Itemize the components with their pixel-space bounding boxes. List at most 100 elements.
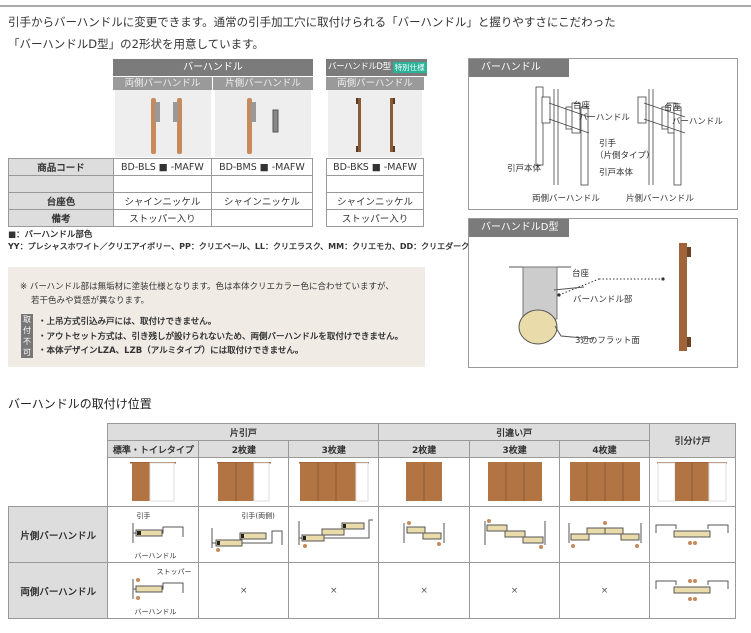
caption-one-side: 片側バーハンドル — [626, 194, 694, 204]
label-flat-faces: 3辺のフラット面 — [575, 336, 640, 346]
not-available-mark: × — [378, 562, 471, 619]
label-bar-handle: バーハンドル — [579, 113, 630, 123]
note-item: ・アウトセット方式は、引き残しが設けられないため、両側バーハンドルを取付けできま… — [38, 331, 404, 342]
plan-diagram — [469, 506, 561, 563]
plan-diagram: 引手バーハンドル — [107, 506, 200, 563]
row-one-side: 片側バーハンドル 引手バーハンドル 引手(両側) — [7, 506, 737, 563]
col-2: 2枚建 — [378, 440, 471, 458]
intro-line-1: 引手からバーハンドルに変更できます。通常の引手加工穴に取付けられる「バーハンドル… — [8, 15, 616, 29]
col-2: 2枚建 — [198, 440, 290, 458]
sub-d-both: 両側バーハンドル — [326, 77, 424, 90]
plan-diagram — [288, 506, 380, 563]
product-image-bms — [215, 90, 311, 157]
row-remarks: 備考ストッパー入り — [8, 209, 314, 227]
label-bar-handle: バーハンドル — [672, 117, 723, 127]
plan-diagram — [648, 506, 737, 563]
bar-handle-diagram-panel: バーハンドル 台座 バーハンドル 引戸本体 両側バーハンドル 台座 バーハンドル… — [468, 58, 738, 210]
door-image — [198, 457, 290, 507]
group-double-sliding: 引違い戸 — [378, 423, 650, 441]
label-door-body: 引戸本体 — [507, 164, 542, 174]
plan-diagram: ストッパーバーハンドル — [107, 562, 200, 619]
group-bi-parting: 引分け戸 — [648, 423, 737, 458]
legend-title: ■：バーハンドル部色 — [8, 230, 93, 240]
plan-diagram — [559, 506, 650, 563]
col-standard: 標準・トイレタイプ — [107, 440, 200, 458]
legend-colors: YY：プレシャスホワイト／クリエアイボリー、PP：クリエペール、LL：クリエラス… — [8, 242, 470, 251]
door-image-row — [8, 457, 737, 507]
group-d-type: バーハンドルD型特別仕様 — [326, 59, 427, 76]
label-remarks: 備考 — [8, 209, 114, 227]
annot-bar-handle: バーハンドル — [134, 608, 177, 616]
col-3: 3枚建 — [469, 440, 561, 458]
door-image — [469, 457, 561, 507]
top-rule — [0, 5, 751, 7]
col-3: 3枚建 — [288, 440, 380, 458]
note-items: ・上吊方式引込み戸には、取付けできません。 ・アウトセット方式は、引き残しが設け… — [38, 315, 403, 359]
caption-both-sides: 両側バーハンドル — [532, 194, 600, 204]
label-bar-handle-part: バーハンドル部 — [573, 295, 633, 305]
spec-table-d: BD-BKS ■ -MAFW シャインニッケル ストッパー入り — [326, 158, 424, 227]
door-image — [648, 457, 737, 507]
remarks-bls: ストッパー入り — [113, 209, 212, 227]
bar-handle-diagram — [535, 86, 686, 186]
section-title: バーハンドルの取付け位置 — [8, 397, 152, 411]
plan-diagram: 引手(両側) — [198, 506, 290, 563]
note-line-1: ※ バーハンドル部は無垢材に塗装仕様となります。色は本体クリエカラー色に合わせて… — [20, 282, 394, 292]
plan-diagram — [378, 506, 471, 563]
annot-pull: 引手 — [136, 512, 151, 520]
not-available-mark: × — [469, 562, 561, 619]
note-box: ※ バーハンドル部は無垢材に塗装仕様となります。色は本体クリエカラー色に合わせて… — [8, 267, 425, 367]
d-type-diagram — [509, 243, 691, 351]
not-installable-label: 取付不可 — [21, 314, 33, 358]
panel-title: バーハンドル — [469, 59, 569, 77]
group-d-type-label: バーハンドルD型 — [328, 62, 391, 72]
not-available-mark: × — [198, 562, 290, 619]
note-main: ※ バーハンドル部は無垢材に塗装仕様となります。色は本体クリエカラー色に合わせて… — [20, 280, 394, 308]
note-item: ・上吊方式引込み戸には、取付けできません。 — [38, 317, 217, 327]
door-image — [378, 457, 471, 507]
door-image — [559, 457, 650, 507]
note-line-2: 若干色みや質感が異なります。 — [31, 296, 150, 306]
label-product-code: 商品コード — [8, 158, 114, 176]
plan-diagram — [648, 562, 737, 619]
group-bar-handle: バーハンドル — [113, 59, 313, 76]
group-single-sliding: 片引戸 — [107, 423, 380, 441]
annot-pull-both: 引手(両側) — [241, 512, 275, 520]
door-image — [288, 457, 380, 507]
row-both-sides: 両側バーハンドル ストッパーバーハンドル × × × × × — [7, 562, 737, 619]
label-door-body: 引戸本体 — [599, 168, 634, 178]
door-image — [107, 457, 200, 507]
label-base: 台座 — [573, 101, 591, 111]
special-badge: 特別仕様 — [392, 62, 427, 73]
intro-line-2: 「バーハンドルD型」の2形状を用意しています。 — [8, 37, 264, 51]
remarks-bks: ストッパー入り — [326, 209, 424, 227]
sub-one-side: 片側バーハンドル — [213, 77, 313, 90]
product-image-bks — [328, 90, 422, 157]
col-4: 4枚建 — [559, 440, 650, 458]
base-color-bks: シャインニッケル — [326, 192, 424, 210]
panel-title: バーハンドルD型 — [469, 219, 569, 237]
code-bms: BD-BMS ■ -MAFW — [210, 158, 314, 176]
not-available-mark: × — [288, 562, 380, 619]
product-image-bls — [115, 90, 211, 157]
code-bls: BD-BLS ■ -MAFW — [113, 158, 212, 176]
note-item: ・本体デザインLZA、LZB（アルミタイプ）には取付けできません。 — [38, 346, 304, 356]
annot-stopper: ストッパー — [156, 568, 192, 576]
code-bks: BD-BKS ■ -MAFW — [326, 158, 424, 176]
remarks-bms — [210, 209, 314, 227]
label-base: 台座 — [572, 269, 590, 279]
not-available-mark: × — [559, 562, 650, 619]
row-base-color: 台座色シャインニッケルシャインニッケル — [8, 192, 314, 210]
d-type-diagram-panel: バーハンドルD型 台座 バーハンドル部 3辺のフラット面 — [468, 218, 738, 368]
row-label-both-sides: 両側バーハンドル — [7, 562, 109, 619]
annot-bar-handle: バーハンドル — [134, 552, 177, 560]
base-color-bls: シャインニッケル — [113, 192, 212, 210]
base-color-bms: シャインニッケル — [210, 192, 314, 210]
sub-both-sides: 両側バーハンドル — [113, 77, 212, 90]
label-pull-type: （片側タイプ） — [595, 151, 655, 161]
label-base-color: 台座色 — [8, 192, 114, 210]
row-blank — [8, 175, 314, 193]
label-pull: 引手 — [599, 139, 617, 149]
